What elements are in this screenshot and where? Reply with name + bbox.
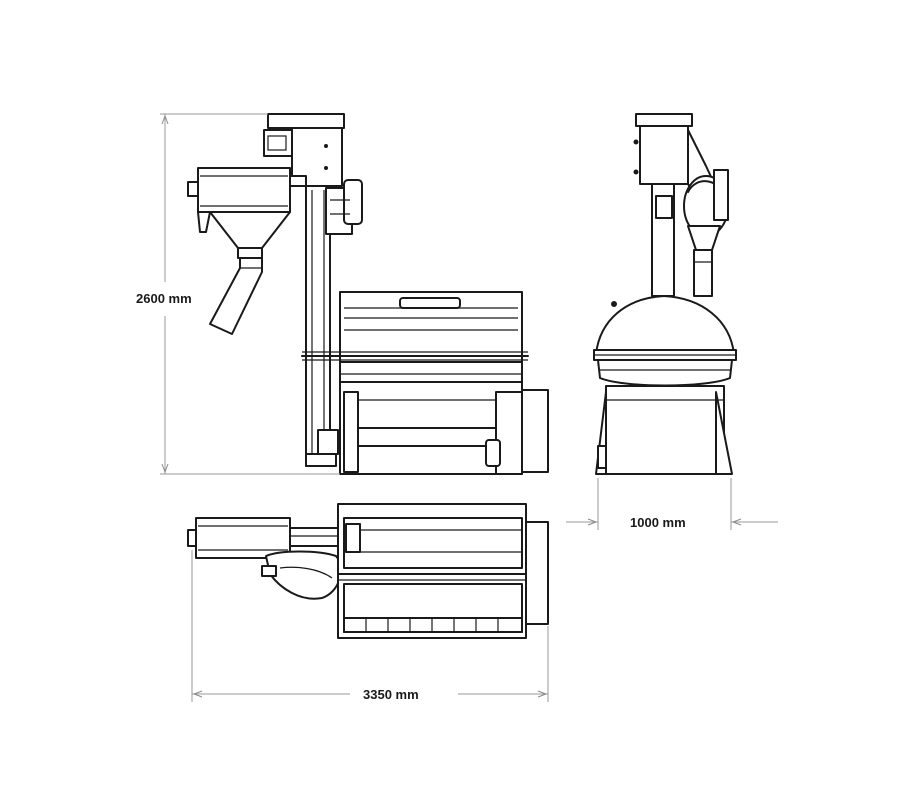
drum-handle xyxy=(399,297,461,309)
front-view xyxy=(566,113,778,530)
elevator-head-cap xyxy=(267,113,345,129)
feed-hopper-box xyxy=(197,167,291,213)
top-connector xyxy=(289,527,339,547)
hopper-motor xyxy=(187,181,199,197)
discharge-chute xyxy=(209,257,263,335)
top-drive-cover xyxy=(525,521,549,625)
front-elevator-cap xyxy=(635,113,693,127)
elevator-motor xyxy=(263,129,293,157)
elevator-boot xyxy=(317,429,339,455)
height-label: 2600 mm xyxy=(136,291,192,306)
width-label: 1000 mm xyxy=(630,515,686,530)
front-base xyxy=(605,385,725,475)
drive-cover xyxy=(521,389,549,473)
top-view xyxy=(187,503,549,702)
length-label: 3350 mm xyxy=(363,687,419,702)
drum-dome xyxy=(595,295,735,355)
top-cyclone xyxy=(265,550,342,600)
side-view xyxy=(160,113,549,475)
hopper-cone xyxy=(209,211,291,249)
top-hopper xyxy=(195,517,291,559)
cyclone-pipe xyxy=(693,249,713,297)
front-elevator-head xyxy=(639,125,689,185)
gear-motor-cap xyxy=(343,179,363,225)
